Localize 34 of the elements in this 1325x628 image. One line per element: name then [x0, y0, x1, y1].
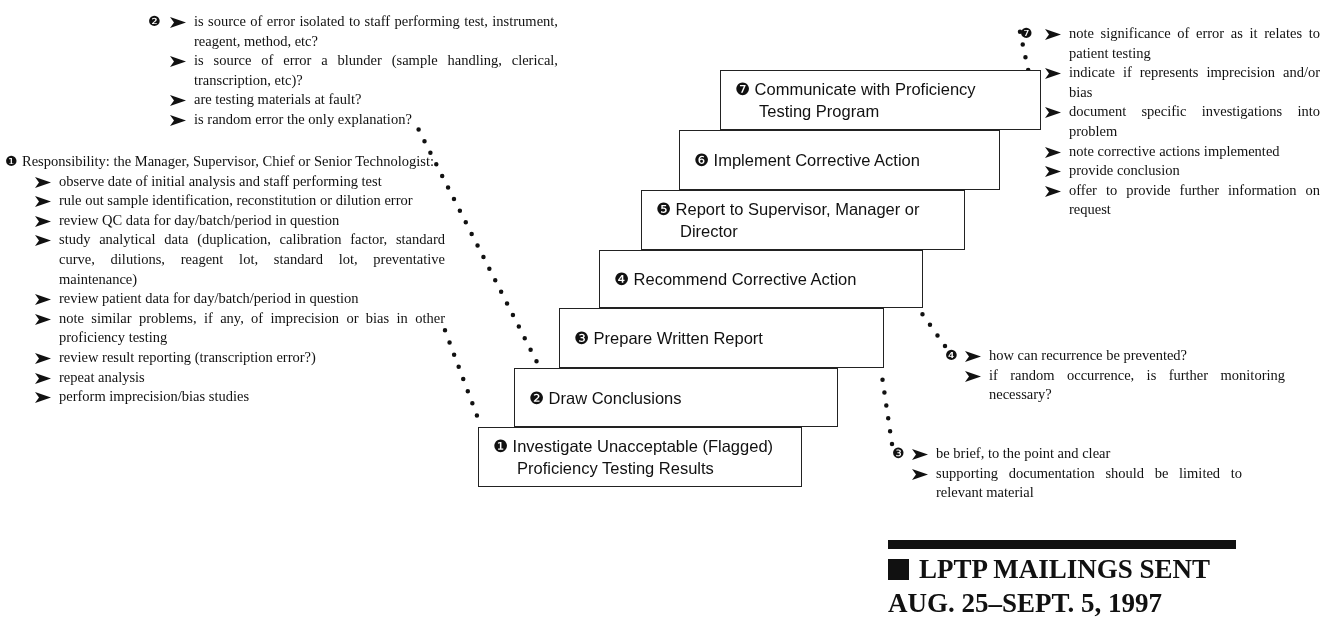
- bullet-text: if random occurrence, is further monitoring necessary?: [989, 365, 1285, 405]
- section-heading: AUG. 25–SEPT. 5, 1997: [888, 587, 1163, 619]
- callout-number: ❸: [892, 444, 905, 463]
- callout-number: ❷: [148, 12, 161, 31]
- section-heading: LPTP MAILINGS SENT: [919, 553, 1211, 585]
- bullet-text: offer to provide further information on request: [1069, 180, 1320, 220]
- bullet-text: are testing materials at fault?: [194, 90, 363, 110]
- bullet-text: is source of error a blunder (sample handling, clerical, transcription, etc)?: [194, 51, 558, 90]
- bullet-text: review QC data for day/batch/period in question: [59, 210, 341, 230]
- bullet-text: supporting documentation should be limited to relevant material: [936, 463, 1242, 503]
- step-box: ❻ Implement Corrective Action: [679, 130, 1000, 190]
- bullet-text: how can recurrence be prevented?: [989, 346, 1189, 365]
- step-box: ❺ Report to Supervisor, Manager or Director: [641, 190, 965, 250]
- callout-number: ❼: [1020, 24, 1033, 43]
- step-box: ❶ Investigate Unacceptable (Flagged) Proficiency Testing Results: [478, 427, 802, 487]
- bullet-text: repeat analysis: [59, 367, 146, 387]
- bullet-text: provide conclusion: [1069, 161, 1181, 181]
- step-box: ❷ Draw Conclusions: [514, 368, 838, 427]
- step-box: ❼ Communicate with Proficiency Testing Program: [720, 70, 1041, 130]
- bullet-text: perform imprecision/bias studies: [59, 387, 251, 407]
- step-box: ❸ Prepare Written Report: [559, 308, 884, 368]
- bullet-text: note corrective actions implemented: [1069, 141, 1281, 161]
- callout-number: ❹: [945, 346, 958, 365]
- bullet-text: is random error the only explanation?: [194, 109, 413, 129]
- bullet-text: is source of error isolated to staff performing test, instrument, reagent, method, etc?: [194, 12, 558, 51]
- bullet-text: review result reporting (transcription error?): [59, 347, 317, 367]
- step-box: ❹ Recommend Corrective Action: [599, 250, 923, 308]
- bullet-text: be brief, to the point and clear: [936, 444, 1112, 463]
- bullet-text: study analytical data (duplication, calibration factor, standard curve, dilutions, reagent lot, standard lot, preventative maintenance): [59, 230, 445, 289]
- bullet-text: observe date of initial analysis and staff performing test: [59, 171, 383, 191]
- bullet-text: rule out sample identification, reconstitution or dilution error: [59, 191, 414, 211]
- callout-number: ❶: [5, 152, 18, 171]
- callout-heading: Responsibility: the Manager, Supervisor, Chief or Senior Technologist:: [22, 152, 435, 171]
- bullet-text: review patient data for day/batch/period in question: [59, 289, 360, 309]
